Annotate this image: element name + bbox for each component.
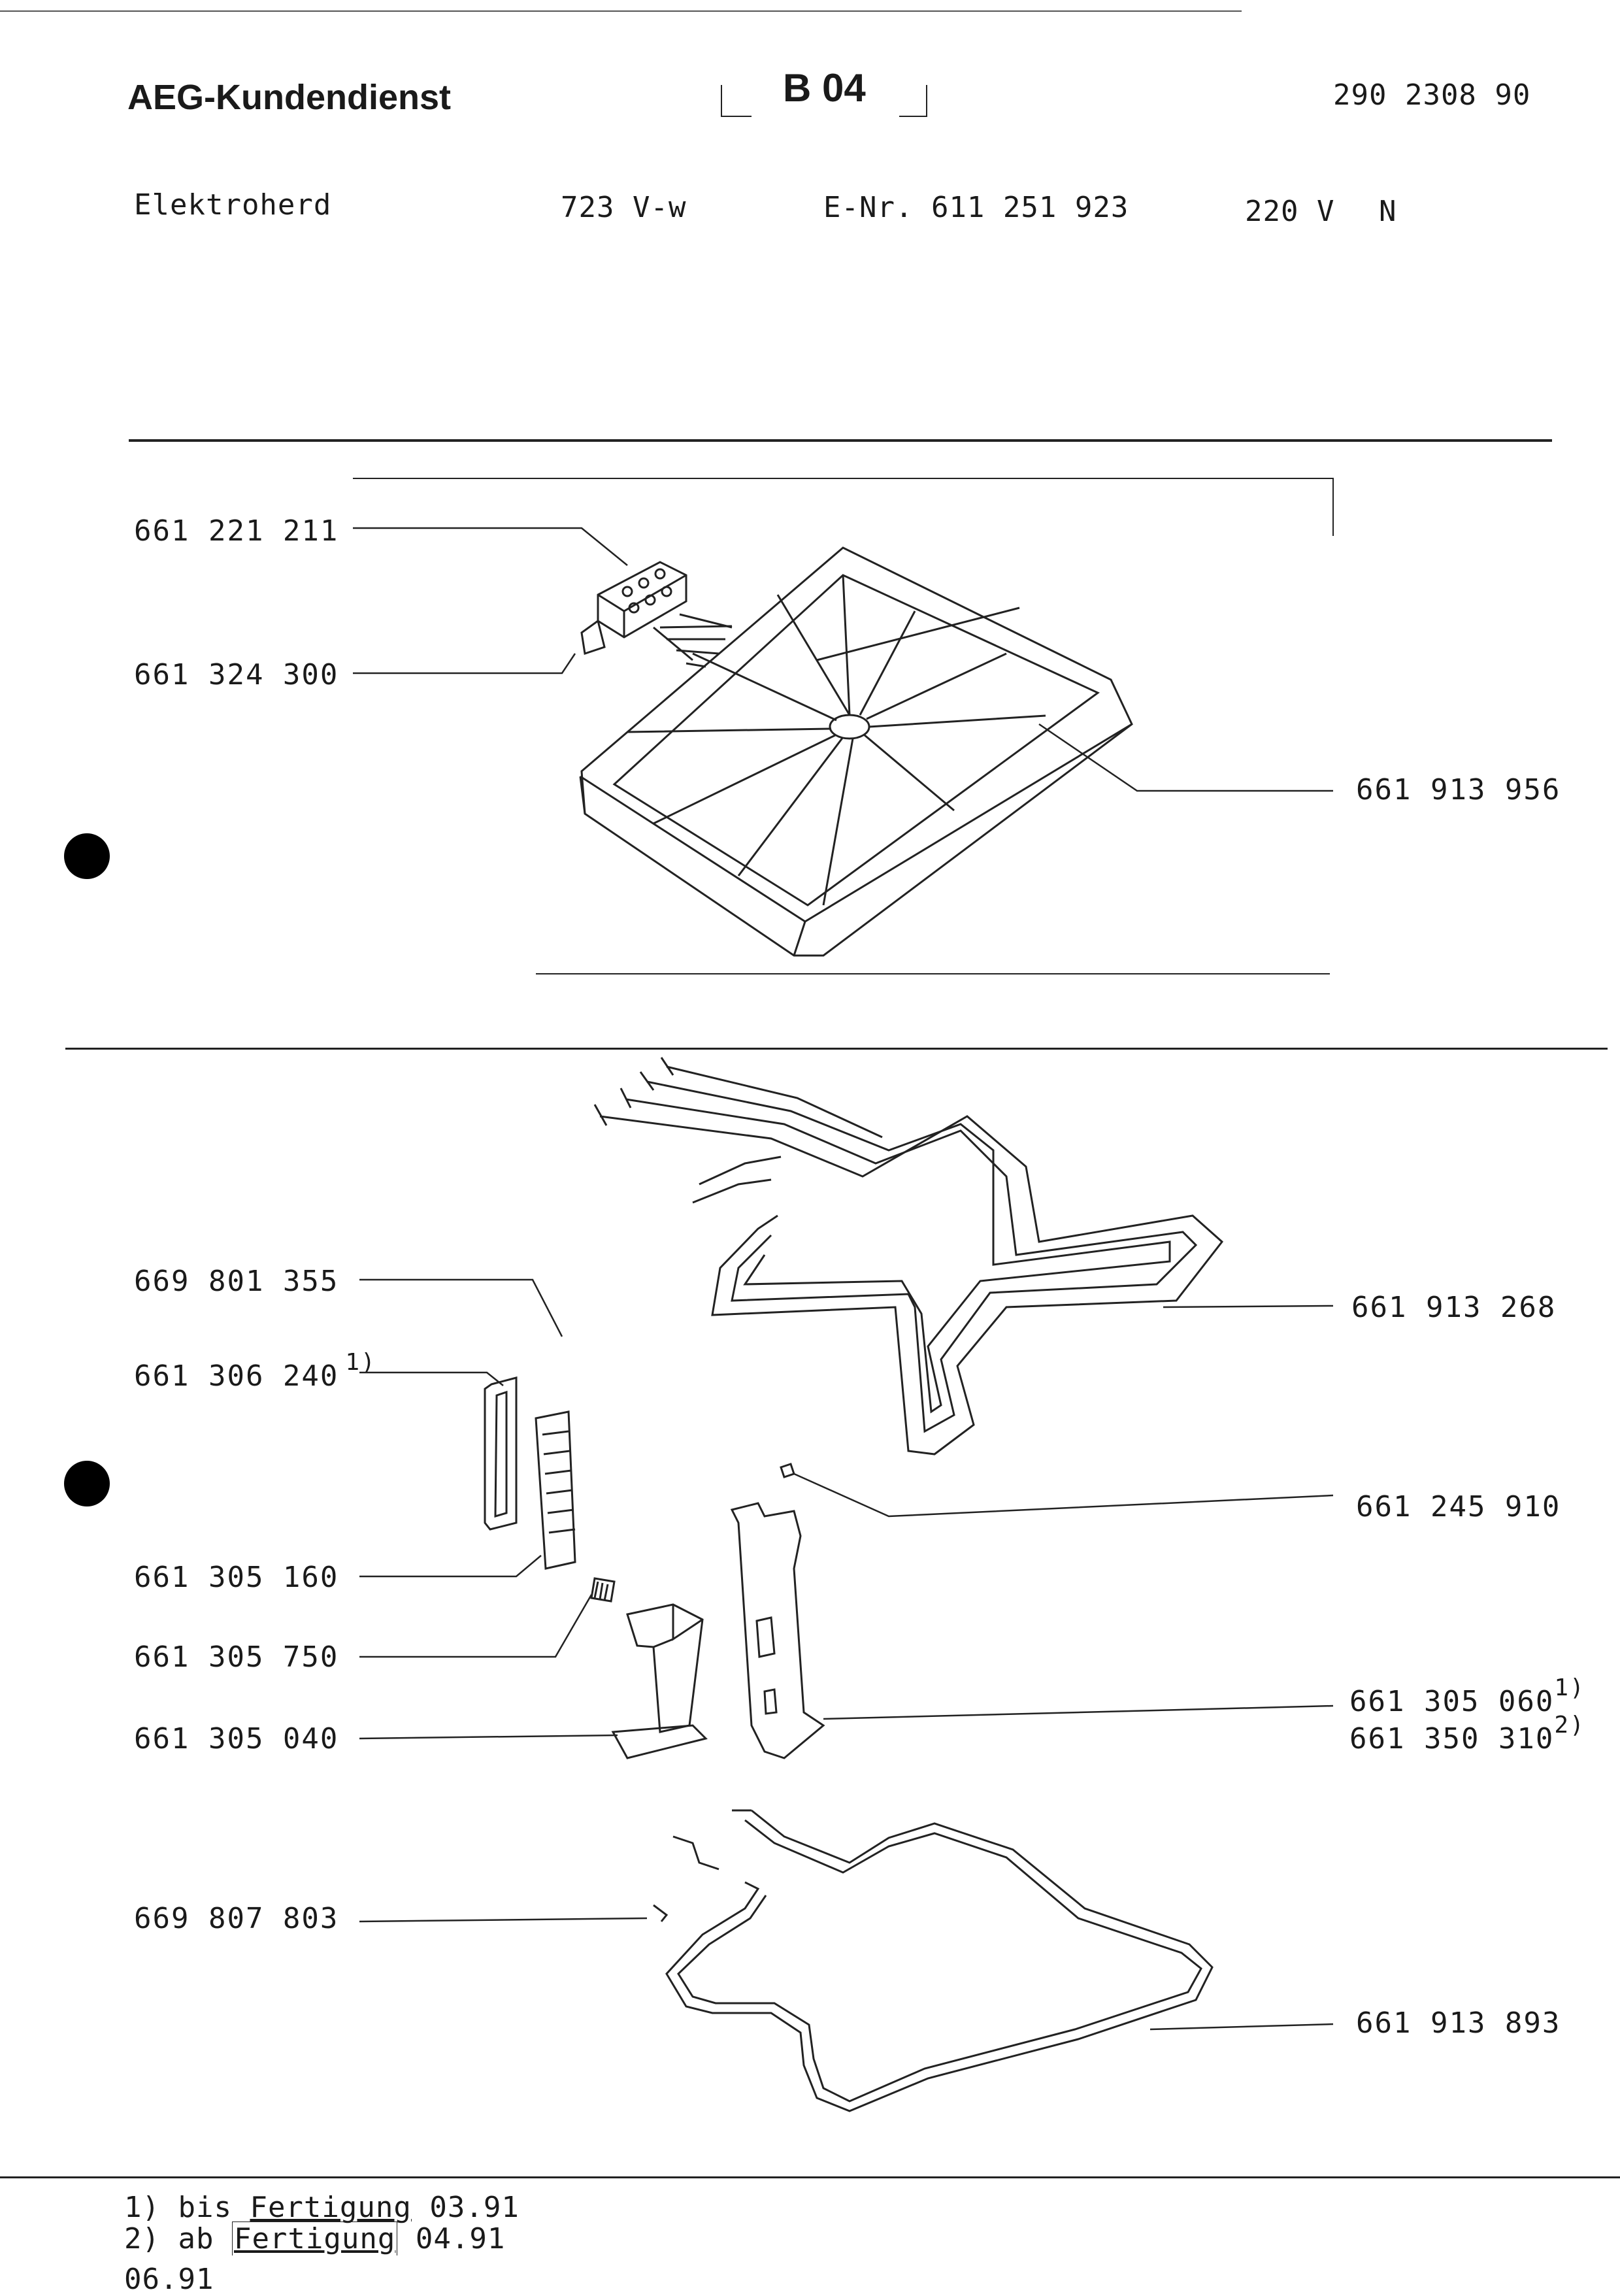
company-title: AEG-Kundendienst <box>127 78 451 117</box>
mounting-plate-drawing <box>730 1463 825 1759</box>
footnote-ref: 1) <box>345 1349 376 1376</box>
terminal-strip-661-305-160-drawing <box>535 1410 576 1570</box>
code-bracket-right <box>899 85 927 117</box>
part-label-lower-left-5: 661 305 040 <box>134 1722 339 1755</box>
footnote-2: 2) ab Fertigung 04.91 <box>124 2221 506 2255</box>
punch-hole-top <box>64 833 110 879</box>
doc-number: 290 2308 90 <box>1333 78 1531 112</box>
upper-frame-top <box>353 478 1334 536</box>
footnote-ref: 1) <box>1554 1674 1585 1701</box>
code-bracket-left <box>721 85 752 117</box>
part-label-lower-left-3: 661 305 160 <box>134 1561 339 1594</box>
part-label-upper-3: 661 913 956 <box>1356 773 1561 807</box>
top-edge-rule <box>0 10 1242 12</box>
footnote-ref: 2) <box>1554 1712 1585 1739</box>
product-model: 723 V-w <box>561 191 687 224</box>
baking-tray-drawing <box>579 546 1133 957</box>
part-label-lower-right-1: 661 913 268 <box>1351 1291 1557 1324</box>
spring-clip-661-305-750-drawing <box>590 1577 616 1603</box>
terminal-block-drawing <box>580 561 733 668</box>
header-divider <box>129 439 1552 442</box>
part-number: 661 306 240 <box>134 1359 339 1393</box>
product-type: Elektroherd <box>134 188 332 222</box>
punch-hole-bottom <box>64 1461 110 1506</box>
part-label-lower-right-3: 661 305 0601) <box>1349 1674 1585 1718</box>
lower-heater-element-drawing <box>653 1809 1214 2112</box>
leader-lines <box>353 527 1334 2031</box>
part-label-lower-left-6: 669 807 803 <box>134 1902 339 1935</box>
part-label-lower-right-5: 661 913 893 <box>1356 2006 1561 2040</box>
holder-661-305-040-drawing <box>611 1603 708 1759</box>
document-date: 06.91 <box>124 2263 214 2296</box>
section-code: B 04 <box>783 66 866 110</box>
part-label-lower-left-4: 661 305 750 <box>134 1640 339 1674</box>
part-label-lower-left-1: 669 801 355 <box>134 1265 339 1298</box>
part-label-upper-2: 661 324 300 <box>134 658 339 691</box>
product-voltage: 220 V <box>1245 195 1335 228</box>
product-enr: E-Nr. 611 251 923 <box>823 191 1129 224</box>
part-label-lower-right-4: 661 350 3102) <box>1349 1712 1585 1755</box>
section-divider-2 <box>0 2176 1620 2178</box>
footnote-1: 1) bis Fertigung 03.91 <box>124 2191 520 2224</box>
part-number: 661 350 310 <box>1349 1722 1555 1755</box>
part-label-lower-right-2: 661 245 910 <box>1356 1490 1561 1523</box>
product-suffix: N <box>1379 195 1397 228</box>
section-divider-1 <box>65 1048 1608 1050</box>
bracket-661-306-240-drawing <box>484 1376 518 1531</box>
part-label-upper-1: 661 221 211 <box>134 514 339 548</box>
upper-heater-element-drawing <box>593 1057 1224 1456</box>
part-number: 661 305 060 <box>1349 1685 1555 1718</box>
